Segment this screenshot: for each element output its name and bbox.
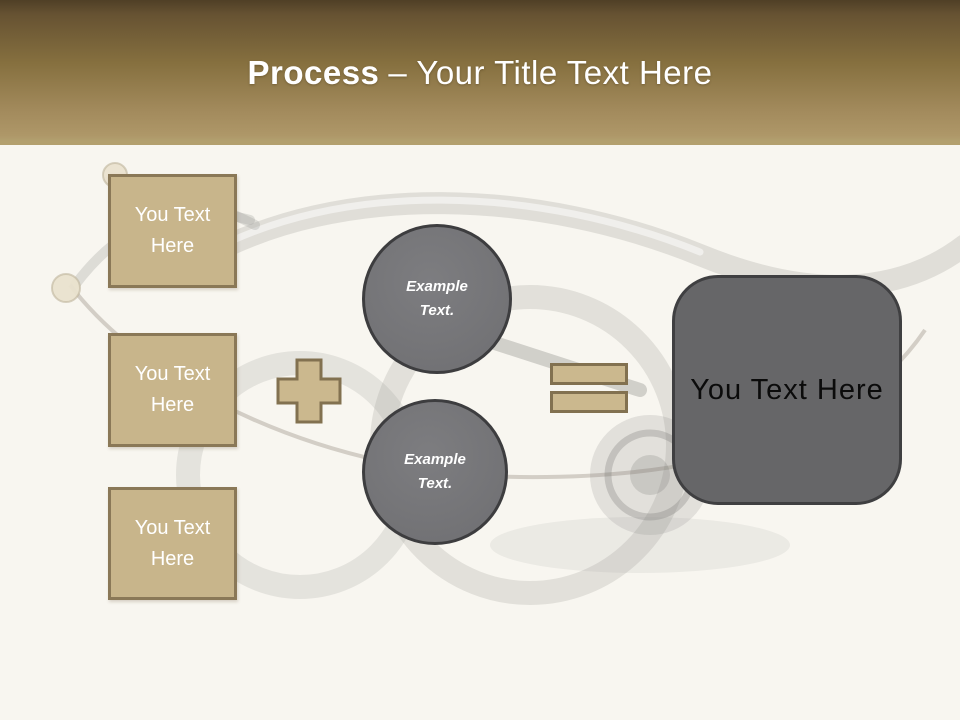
- result-box[interactable]: You Text Here: [672, 275, 902, 505]
- page-title-bold: Process: [247, 53, 380, 91]
- input-box-2[interactable]: You Text Here: [108, 333, 237, 447]
- equals-bottom-bar: [550, 391, 628, 413]
- example-circle-1[interactable]: Example Text.: [362, 224, 512, 374]
- input-box-3[interactable]: You Text Here: [108, 487, 237, 600]
- example-circle-2[interactable]: Example Text.: [362, 399, 508, 545]
- input-box-1-label: You Text Here: [134, 204, 211, 257]
- equals-top-bar: [550, 363, 628, 385]
- input-box-1[interactable]: You Text Here: [108, 174, 237, 288]
- page-title: Process– Your Title Text Here: [247, 54, 712, 92]
- example-circle-2-line2: Text.: [417, 475, 453, 492]
- result-box-label: You Text Here: [690, 373, 884, 406]
- input-box-2-label: You Text Here: [134, 363, 211, 416]
- input-box-3-label: You Text Here: [134, 516, 211, 570]
- title-bar: Process– Your Title Text Here: [0, 0, 960, 145]
- example-circle-1-line2: Text.: [419, 302, 455, 319]
- example-circle-2-line1: Example: [404, 451, 466, 468]
- equals-icon: [550, 363, 628, 413]
- example-circle-1-line1: Example: [406, 278, 468, 295]
- example-circle-2-label: Example Text.: [404, 448, 466, 496]
- example-circle-1-label: Example Text.: [406, 275, 468, 323]
- page-title-regular: – Your Title Text Here: [388, 53, 713, 91]
- plus-icon: [274, 356, 344, 426]
